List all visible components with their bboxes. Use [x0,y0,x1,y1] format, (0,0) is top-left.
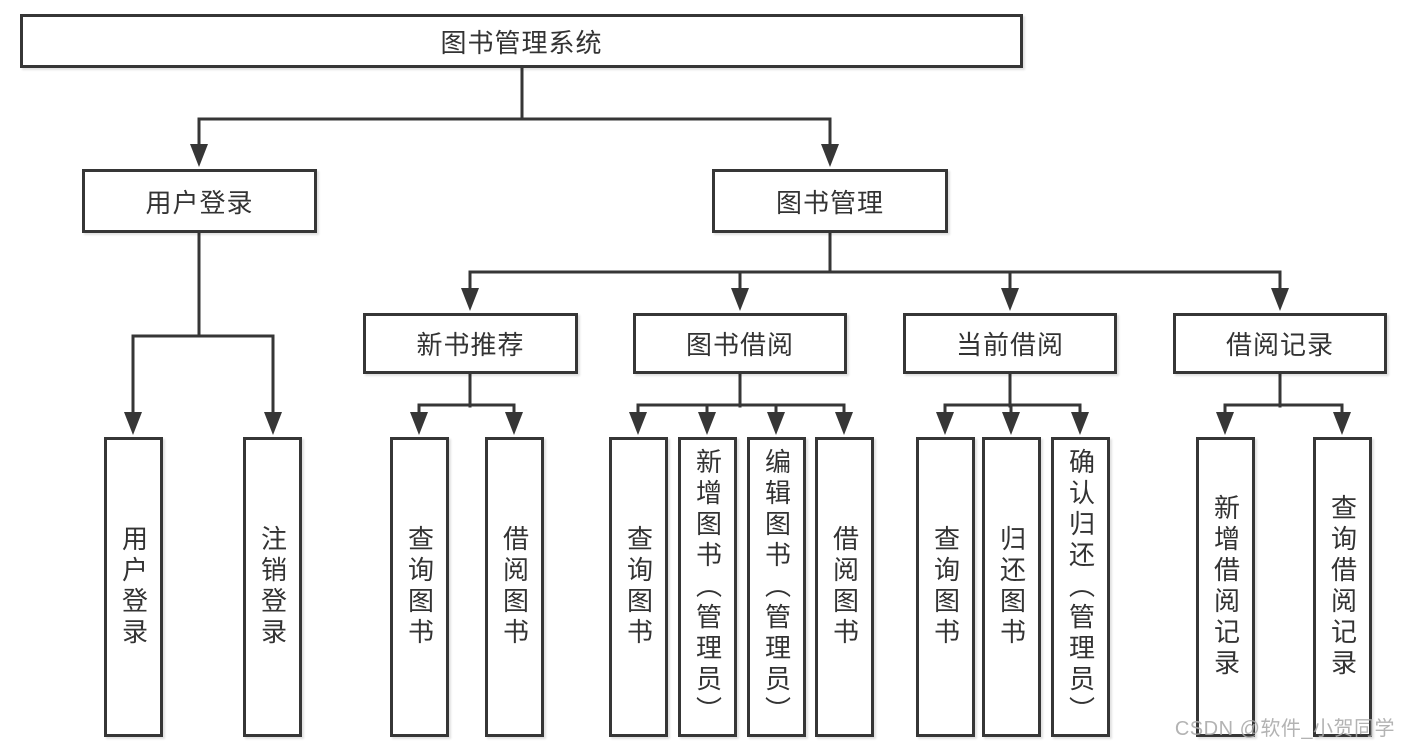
node-borrowing-records: 借阅记录 [1173,313,1387,374]
leaf-label: 借阅图书 [829,525,860,649]
leaf-label: 归还图书 [996,525,1027,649]
leaf-label: 用户登录 [118,525,149,649]
leaf-label: 新增图书（管理员） [692,447,723,727]
node-book-borrowing: 图书借阅 [633,313,847,374]
leaf-borrow-books-borrow: 借阅图书 [815,437,874,737]
node-current-borrowing: 当前借阅 [903,313,1117,374]
leaf-label: 确认归还（管理员） [1065,447,1096,727]
connector-user-login-to-leaves [124,231,282,435]
leaf-return-book: 归还图书 [982,437,1041,737]
leaf-logout: 注销登录 [243,437,302,737]
node-user-login: 用户登录 [82,169,317,233]
leaf-label: 借阅图书 [499,525,530,649]
leaf-query-books-current: 查询图书 [916,437,975,737]
leaf-borrow-books-recommend: 借阅图书 [485,437,544,737]
connector-root-to-level2 [190,66,839,167]
leaf-query-books-borrow: 查询图书 [609,437,668,737]
leaf-add-book-admin: 新增图书（管理员） [678,437,737,737]
node-book-management-system: 图书管理系统 [20,14,1023,68]
leaf-edit-book-admin: 编辑图书（管理员） [747,437,806,737]
leaf-user-login: 用户登录 [104,437,163,737]
leaf-label: 查询借阅记录 [1327,494,1358,680]
node-book-management: 图书管理 [712,169,948,233]
connector-book-management-to-level3 [461,231,1289,311]
watermark: CSDN @软件_小贺同学 [1174,718,1395,740]
leaf-label: 新增借阅记录 [1210,494,1241,680]
connector-level3-to-leaves [410,372,1351,435]
leaf-label: 注销登录 [257,525,288,649]
leaf-confirm-return-admin: 确认归还（管理员） [1051,437,1110,737]
leaf-label: 编辑图书（管理员） [761,447,792,727]
node-new-book-recommend: 新书推荐 [363,313,578,374]
leaf-label: 查询图书 [404,525,435,649]
leaf-add-borrow-record: 新增借阅记录 [1196,437,1255,737]
leaf-query-books-recommend: 查询图书 [390,437,449,737]
leaf-query-borrow-record: 查询借阅记录 [1313,437,1372,737]
leaf-label: 查询图书 [930,525,961,649]
leaf-label: 查询图书 [623,525,654,649]
